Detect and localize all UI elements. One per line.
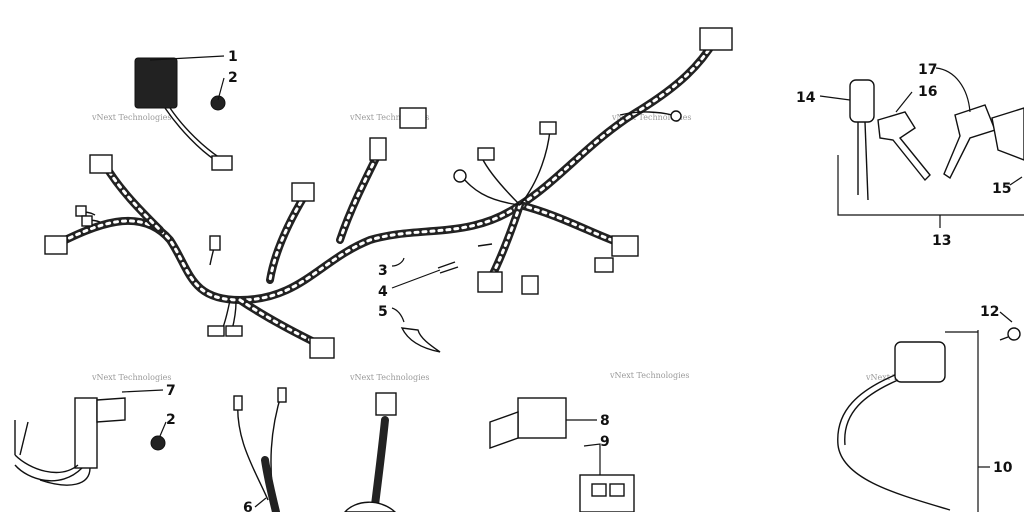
switch-body	[894, 341, 946, 383]
connector	[291, 182, 315, 202]
key-part-16	[877, 111, 931, 182]
throttle-switch-part-10	[837, 327, 1021, 511]
ignition-switch-kit	[849, 79, 1024, 201]
harness-boot	[344, 501, 397, 512]
connector	[211, 155, 233, 171]
nut-part-2	[150, 95, 226, 451]
harness-connectors	[44, 27, 733, 359]
terminal	[233, 395, 243, 411]
ignition-switch-part-14	[849, 79, 875, 123]
key-part-17	[943, 104, 996, 180]
callout-5: 5	[378, 304, 388, 320]
connector	[539, 121, 557, 135]
nut	[210, 95, 226, 111]
connector-housing	[517, 397, 567, 439]
connector	[399, 107, 427, 129]
callout-15: 15	[992, 181, 1011, 197]
callout-2: 2	[228, 70, 238, 86]
relay-body	[74, 397, 98, 469]
cable-tie	[400, 327, 441, 353]
callout-9: 9	[600, 434, 610, 450]
clip-part-4	[437, 243, 493, 274]
connector	[207, 325, 225, 337]
connector	[375, 392, 397, 416]
callout-16: 16	[918, 84, 937, 100]
connector	[89, 154, 113, 174]
connector	[81, 215, 93, 227]
relay-bracket	[96, 397, 126, 423]
ring-terminal	[670, 110, 682, 122]
callout-12: 12	[980, 304, 999, 320]
connector-housing	[579, 474, 635, 512]
connector	[699, 27, 733, 51]
cable-tie-part-5	[400, 327, 441, 353]
connector	[75, 205, 87, 217]
ring-terminal	[453, 169, 467, 183]
callout-4: 4	[378, 284, 388, 300]
connector	[521, 275, 539, 295]
watermark: vNext Technologies	[91, 373, 171, 382]
callout-2-lower: 2	[166, 412, 176, 428]
watermark: vNext Technologies	[609, 371, 689, 380]
watermark: vNext Technologies	[349, 113, 429, 122]
connector-part-9	[579, 474, 635, 512]
key-fob-part-15	[991, 107, 1024, 161]
watermark: vNext Technologies	[349, 373, 429, 382]
connector	[477, 271, 503, 293]
connector	[594, 257, 614, 273]
connector-face	[489, 411, 519, 449]
terminal	[277, 387, 287, 403]
connector	[309, 337, 335, 359]
callout-10: 10	[993, 460, 1013, 476]
connector	[477, 147, 495, 161]
inline-fuse	[369, 137, 387, 161]
connector	[209, 235, 221, 251]
nut	[150, 435, 166, 451]
callout-7: 7	[166, 383, 176, 399]
connector	[225, 325, 243, 337]
voltage-regulator	[134, 57, 233, 171]
relay-part-7	[14, 397, 126, 486]
callout-3: 3	[378, 263, 388, 279]
terminal-slot	[609, 483, 625, 497]
callout-17: 17	[918, 62, 937, 78]
callout-1: 1	[228, 49, 238, 65]
lower-harness-part-6	[233, 387, 397, 512]
callout-numbers: 1 2 3 4 5 7 2 6 8 9 10 12 13 14 15 16 17	[166, 49, 1013, 512]
connector	[611, 235, 639, 257]
watermark: vNext Technologies	[91, 113, 171, 122]
callout-leaders	[121, 55, 1024, 512]
watermark: vNext Technologies	[611, 113, 691, 122]
regulator-body	[134, 57, 178, 109]
callout-6: 6	[243, 500, 253, 512]
callout-13: 13	[932, 233, 951, 249]
connector	[44, 235, 68, 255]
screw-part-12	[1007, 327, 1021, 341]
callout-8: 8	[600, 413, 610, 429]
connector-part-8	[489, 397, 567, 449]
callout-14: 14	[796, 90, 816, 106]
terminal-slot	[591, 483, 607, 497]
